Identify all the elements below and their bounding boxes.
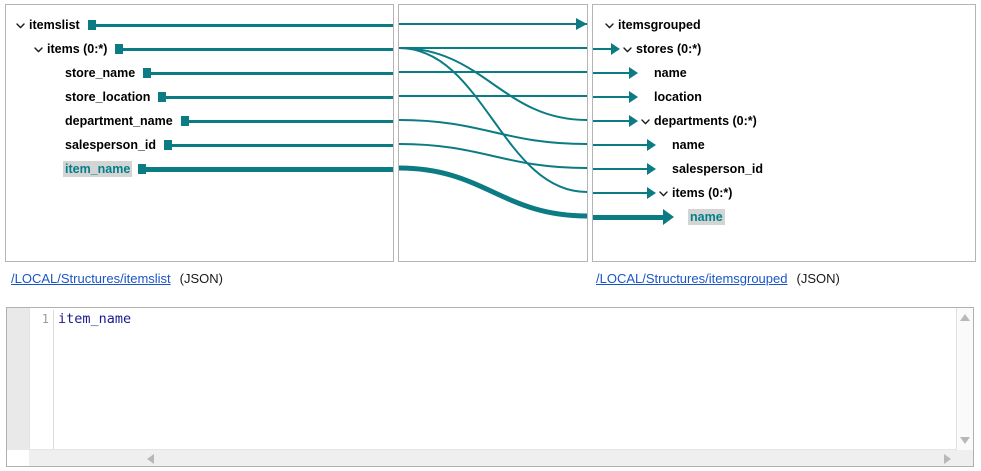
scroll-down-arrow-icon[interactable] xyxy=(960,437,970,444)
connector-line[interactable] xyxy=(171,144,393,147)
target-node-row[interactable]: stores (0:*) xyxy=(593,37,975,61)
connector-stub[interactable] xyxy=(164,140,172,150)
code-line: item_name xyxy=(58,311,132,327)
scroll-right-arrow-icon[interactable] xyxy=(944,454,951,464)
arrow-head-icon xyxy=(647,163,656,175)
arrow-shaft xyxy=(593,215,665,220)
mapping-arrow-head-icon xyxy=(576,18,587,30)
target-node-row[interactable]: items (0:*) xyxy=(593,181,975,205)
line-number: 1 xyxy=(41,312,49,326)
target-node-label[interactable]: stores (0:*) xyxy=(636,42,702,56)
connector-line[interactable] xyxy=(150,72,393,75)
source-node-row[interactable]: store_name xyxy=(6,61,393,85)
source-node-row[interactable]: itemslist xyxy=(6,13,393,37)
arrow-head-icon xyxy=(629,91,638,103)
mapping-curve[interactable] xyxy=(399,143,587,169)
target-structure-link[interactable]: /LOCAL/Structures/itemsgrouped xyxy=(596,271,788,286)
target-node-row[interactable]: name xyxy=(593,61,975,85)
arrow-head-icon xyxy=(629,67,638,79)
target-node-label[interactable]: name xyxy=(688,209,725,225)
source-tree: itemslist items (0:*) store_name store_loca… xyxy=(6,5,393,261)
target-structure-panel[interactable]: itemsgrouped stores (0:*) name location depa… xyxy=(592,4,976,262)
arrow-shaft xyxy=(593,120,629,122)
source-node-label[interactable]: department_name xyxy=(65,114,173,128)
connector-stub[interactable] xyxy=(138,164,146,174)
source-node-label[interactable]: store_location xyxy=(65,90,151,104)
target-node-row[interactable]: name xyxy=(593,133,975,157)
editor-code-area[interactable]: item_name xyxy=(53,310,955,450)
scroll-up-arrow-icon[interactable] xyxy=(960,314,970,321)
target-node-label[interactable]: name xyxy=(672,138,705,152)
editor-vertical-scrollbar[interactable] xyxy=(956,308,973,450)
source-node-label[interactable]: itemslist xyxy=(29,18,80,32)
connector-stub[interactable] xyxy=(158,92,166,102)
arrow-shaft xyxy=(593,48,611,50)
source-node-row[interactable]: department_name xyxy=(6,109,393,133)
connector-line[interactable] xyxy=(188,120,393,123)
target-node-label[interactable]: items (0:*) xyxy=(672,186,733,200)
mapping-curves xyxy=(399,18,587,219)
connector-stub[interactable] xyxy=(88,20,96,30)
source-node-row[interactable]: item_name xyxy=(6,157,393,181)
target-node-label[interactable]: departments (0:*) xyxy=(654,114,757,128)
target-link-caption: /LOCAL/Structures/itemsgrouped (JSON) xyxy=(596,271,840,286)
connector-line[interactable] xyxy=(145,167,393,172)
chevron-down-icon[interactable] xyxy=(14,20,27,31)
source-link-caption: /LOCAL/Structures/itemslist (JSON) xyxy=(11,271,223,286)
source-node-row[interactable]: store_location xyxy=(6,85,393,109)
source-format-label: (JSON) xyxy=(179,271,223,286)
mapping-area: itemslist items (0:*) store_name store_loca… xyxy=(5,4,976,286)
target-node-row[interactable]: itemsgrouped xyxy=(593,13,975,37)
target-format-label: (JSON) xyxy=(796,271,840,286)
arrow-shaft xyxy=(593,192,647,194)
connector-line[interactable] xyxy=(95,24,393,27)
target-node-row[interactable]: salesperson_id xyxy=(593,157,975,181)
expression-editor[interactable]: 1 item_name xyxy=(6,307,974,467)
arrow-shaft xyxy=(593,96,629,98)
arrow-head-icon xyxy=(611,43,620,55)
scrollbar-corner xyxy=(957,450,973,466)
target-node-row[interactable]: departments (0:*) xyxy=(593,109,975,133)
chevron-down-icon[interactable] xyxy=(603,20,616,31)
target-node-label[interactable]: itemsgrouped xyxy=(618,18,701,32)
scroll-left-arrow-icon[interactable] xyxy=(147,454,154,464)
target-tree: itemsgrouped stores (0:*) name location depa… xyxy=(593,5,975,261)
arrow-shaft xyxy=(593,72,629,74)
source-node-label[interactable]: salesperson_id xyxy=(65,138,157,152)
source-node-label[interactable]: item_name xyxy=(63,161,133,177)
connector-stub[interactable] xyxy=(115,44,123,54)
target-node-row[interactable]: location xyxy=(593,85,975,109)
connector-stub[interactable] xyxy=(181,116,189,126)
connector-stub[interactable] xyxy=(143,68,151,78)
arrow-head-icon xyxy=(629,115,638,127)
editor-gutter xyxy=(7,308,30,450)
arrow-shaft xyxy=(593,144,647,146)
chevron-down-icon[interactable] xyxy=(621,44,634,55)
mapping-curve[interactable] xyxy=(399,47,587,121)
chevron-down-icon[interactable] xyxy=(657,188,670,199)
target-node-label[interactable]: salesperson_id xyxy=(672,162,764,176)
mapping-curve[interactable] xyxy=(399,165,587,219)
arrow-head-icon xyxy=(663,209,674,225)
connector-line[interactable] xyxy=(122,48,393,51)
arrow-shaft xyxy=(593,168,647,170)
editor-horizontal-scrollbar[interactable] xyxy=(29,449,957,466)
mapping-curve[interactable] xyxy=(399,119,587,145)
source-node-row[interactable]: items (0:*) xyxy=(6,37,393,61)
source-node-row[interactable]: salesperson_id xyxy=(6,133,393,157)
source-node-label[interactable]: store_name xyxy=(65,66,136,80)
connector-line[interactable] xyxy=(165,96,393,99)
source-structure-link[interactable]: /LOCAL/Structures/itemslist xyxy=(11,271,171,286)
chevron-down-icon[interactable] xyxy=(32,44,45,55)
target-node-label[interactable]: location xyxy=(654,90,702,104)
arrow-head-icon xyxy=(647,139,656,151)
target-node-row[interactable]: name xyxy=(593,205,975,229)
mapping-curve[interactable] xyxy=(399,47,587,193)
arrow-head-icon xyxy=(647,187,656,199)
source-node-label[interactable]: items (0:*) xyxy=(47,42,108,56)
target-node-label[interactable]: name xyxy=(654,66,687,80)
source-structure-panel[interactable]: itemslist items (0:*) store_name store_loca… xyxy=(5,4,394,262)
mapping-lines-panel[interactable] xyxy=(398,4,588,262)
chevron-down-icon[interactable] xyxy=(639,116,652,127)
